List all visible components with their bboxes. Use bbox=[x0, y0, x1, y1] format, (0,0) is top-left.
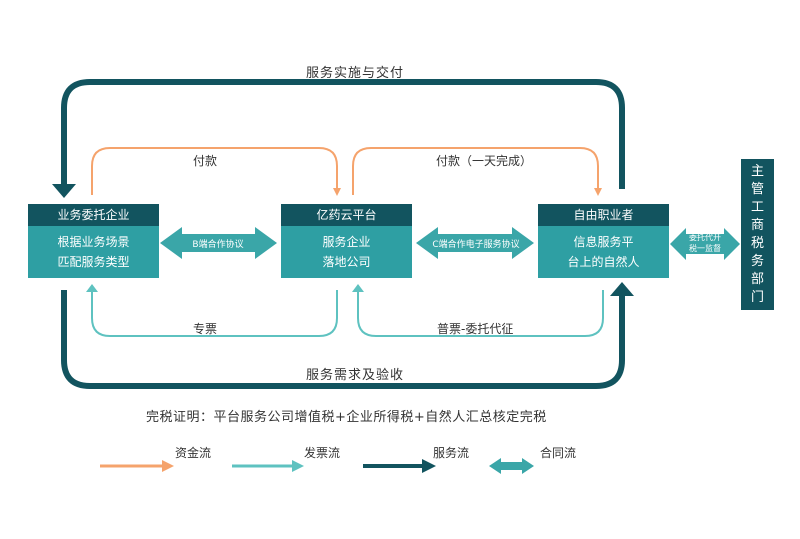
tax-link-label-line1: 委托代开 bbox=[689, 233, 721, 242]
legend-invoice-label: 发票流 bbox=[304, 446, 341, 460]
platform-node-body: 服务企业 落地公司 bbox=[281, 226, 412, 278]
invoice-flow-2-arrowhead bbox=[352, 284, 364, 292]
tax-link-label-line2: 税一监督 bbox=[689, 244, 721, 253]
legend-invoice-head bbox=[292, 460, 304, 472]
pay-label-2: 付款（一天完成） bbox=[436, 154, 533, 168]
enterprise-node-body: 根据业务场景 匹配服务类型 bbox=[28, 226, 159, 278]
agreement-b-arrow bbox=[160, 227, 277, 259]
tax-char: 工 bbox=[750, 199, 764, 215]
tax-link-arrow bbox=[670, 228, 740, 260]
agreement-b-label: B端合作协议 bbox=[192, 240, 244, 250]
service-flow-bottom-arrowhead bbox=[610, 282, 634, 296]
invoice-label-2: 普票-委托代征 bbox=[437, 322, 514, 336]
bottom-flow-label: 服务需求及验收 bbox=[306, 368, 405, 383]
tax-char: 部 bbox=[750, 271, 764, 287]
invoice-label-1: 专票 bbox=[193, 322, 218, 336]
tax-char: 主 bbox=[750, 163, 764, 179]
tax-char: 税 bbox=[750, 235, 764, 251]
service-flow-bottom-line bbox=[61, 290, 625, 389]
service-flow-top-arrowhead bbox=[52, 184, 76, 198]
invoice-flow-1-arrowhead bbox=[86, 284, 98, 292]
legend-money-label: 资金流 bbox=[175, 446, 212, 460]
tax-char: 门 bbox=[750, 289, 764, 305]
enterprise-node: 业务委托企业 根据业务场景 匹配服务类型 bbox=[28, 204, 159, 278]
tax-char: 商 bbox=[750, 217, 764, 233]
legend-service-head bbox=[422, 459, 436, 473]
freelancer-node-body: 信息服务平 台上的自然人 bbox=[538, 226, 669, 278]
freelancer-node-line2: 台上的自然人 bbox=[567, 255, 640, 269]
money-flow-1 bbox=[91, 147, 341, 196]
platform-node-line2: 落地公司 bbox=[322, 255, 371, 269]
service-flow-top-line bbox=[61, 79, 625, 189]
freelancer-node-line1: 信息服务平 bbox=[573, 235, 634, 249]
tax-char: 管 bbox=[750, 181, 764, 197]
invoice-flow-1 bbox=[91, 290, 338, 337]
money-flow-2 bbox=[352, 147, 602, 196]
invoice-flow-2 bbox=[357, 290, 604, 337]
enterprise-node-line1: 根据业务场景 bbox=[57, 235, 130, 249]
legend-contract-label: 合同流 bbox=[540, 446, 577, 460]
legend-contract-arrow bbox=[489, 458, 534, 474]
enterprise-node-line2: 匹配服务类型 bbox=[57, 255, 130, 269]
platform-node: 亿药云平台 服务企业 落地公司 bbox=[281, 204, 412, 278]
freelancer-node-title: 自由职业者 bbox=[538, 204, 669, 226]
tax-char: 务 bbox=[750, 253, 764, 269]
agreement-c-label: C端合作电子服务协议 bbox=[432, 240, 520, 250]
agreement-c-arrow bbox=[416, 227, 534, 259]
top-flow-label: 服务实施与交付 bbox=[306, 66, 405, 81]
tax-certificate-note: 完税证明：平台服务公司增值税+企业所得税+自然人汇总核定完税 bbox=[146, 410, 547, 425]
pay-label-1: 付款 bbox=[193, 154, 218, 168]
tax-authority-node: 主 管 工 商 税 务 部 门 bbox=[741, 159, 774, 310]
freelancer-node: 自由职业者 信息服务平 台上的自然人 bbox=[538, 204, 669, 278]
legend-money-head bbox=[162, 460, 174, 472]
platform-node-line1: 服务企业 bbox=[322, 235, 371, 249]
legend-service-label: 服务流 bbox=[433, 446, 470, 460]
enterprise-node-title: 业务委托企业 bbox=[28, 204, 159, 226]
platform-node-title: 亿药云平台 bbox=[281, 204, 412, 226]
tax-link-label: 委托代开 税一监督 bbox=[684, 232, 726, 254]
